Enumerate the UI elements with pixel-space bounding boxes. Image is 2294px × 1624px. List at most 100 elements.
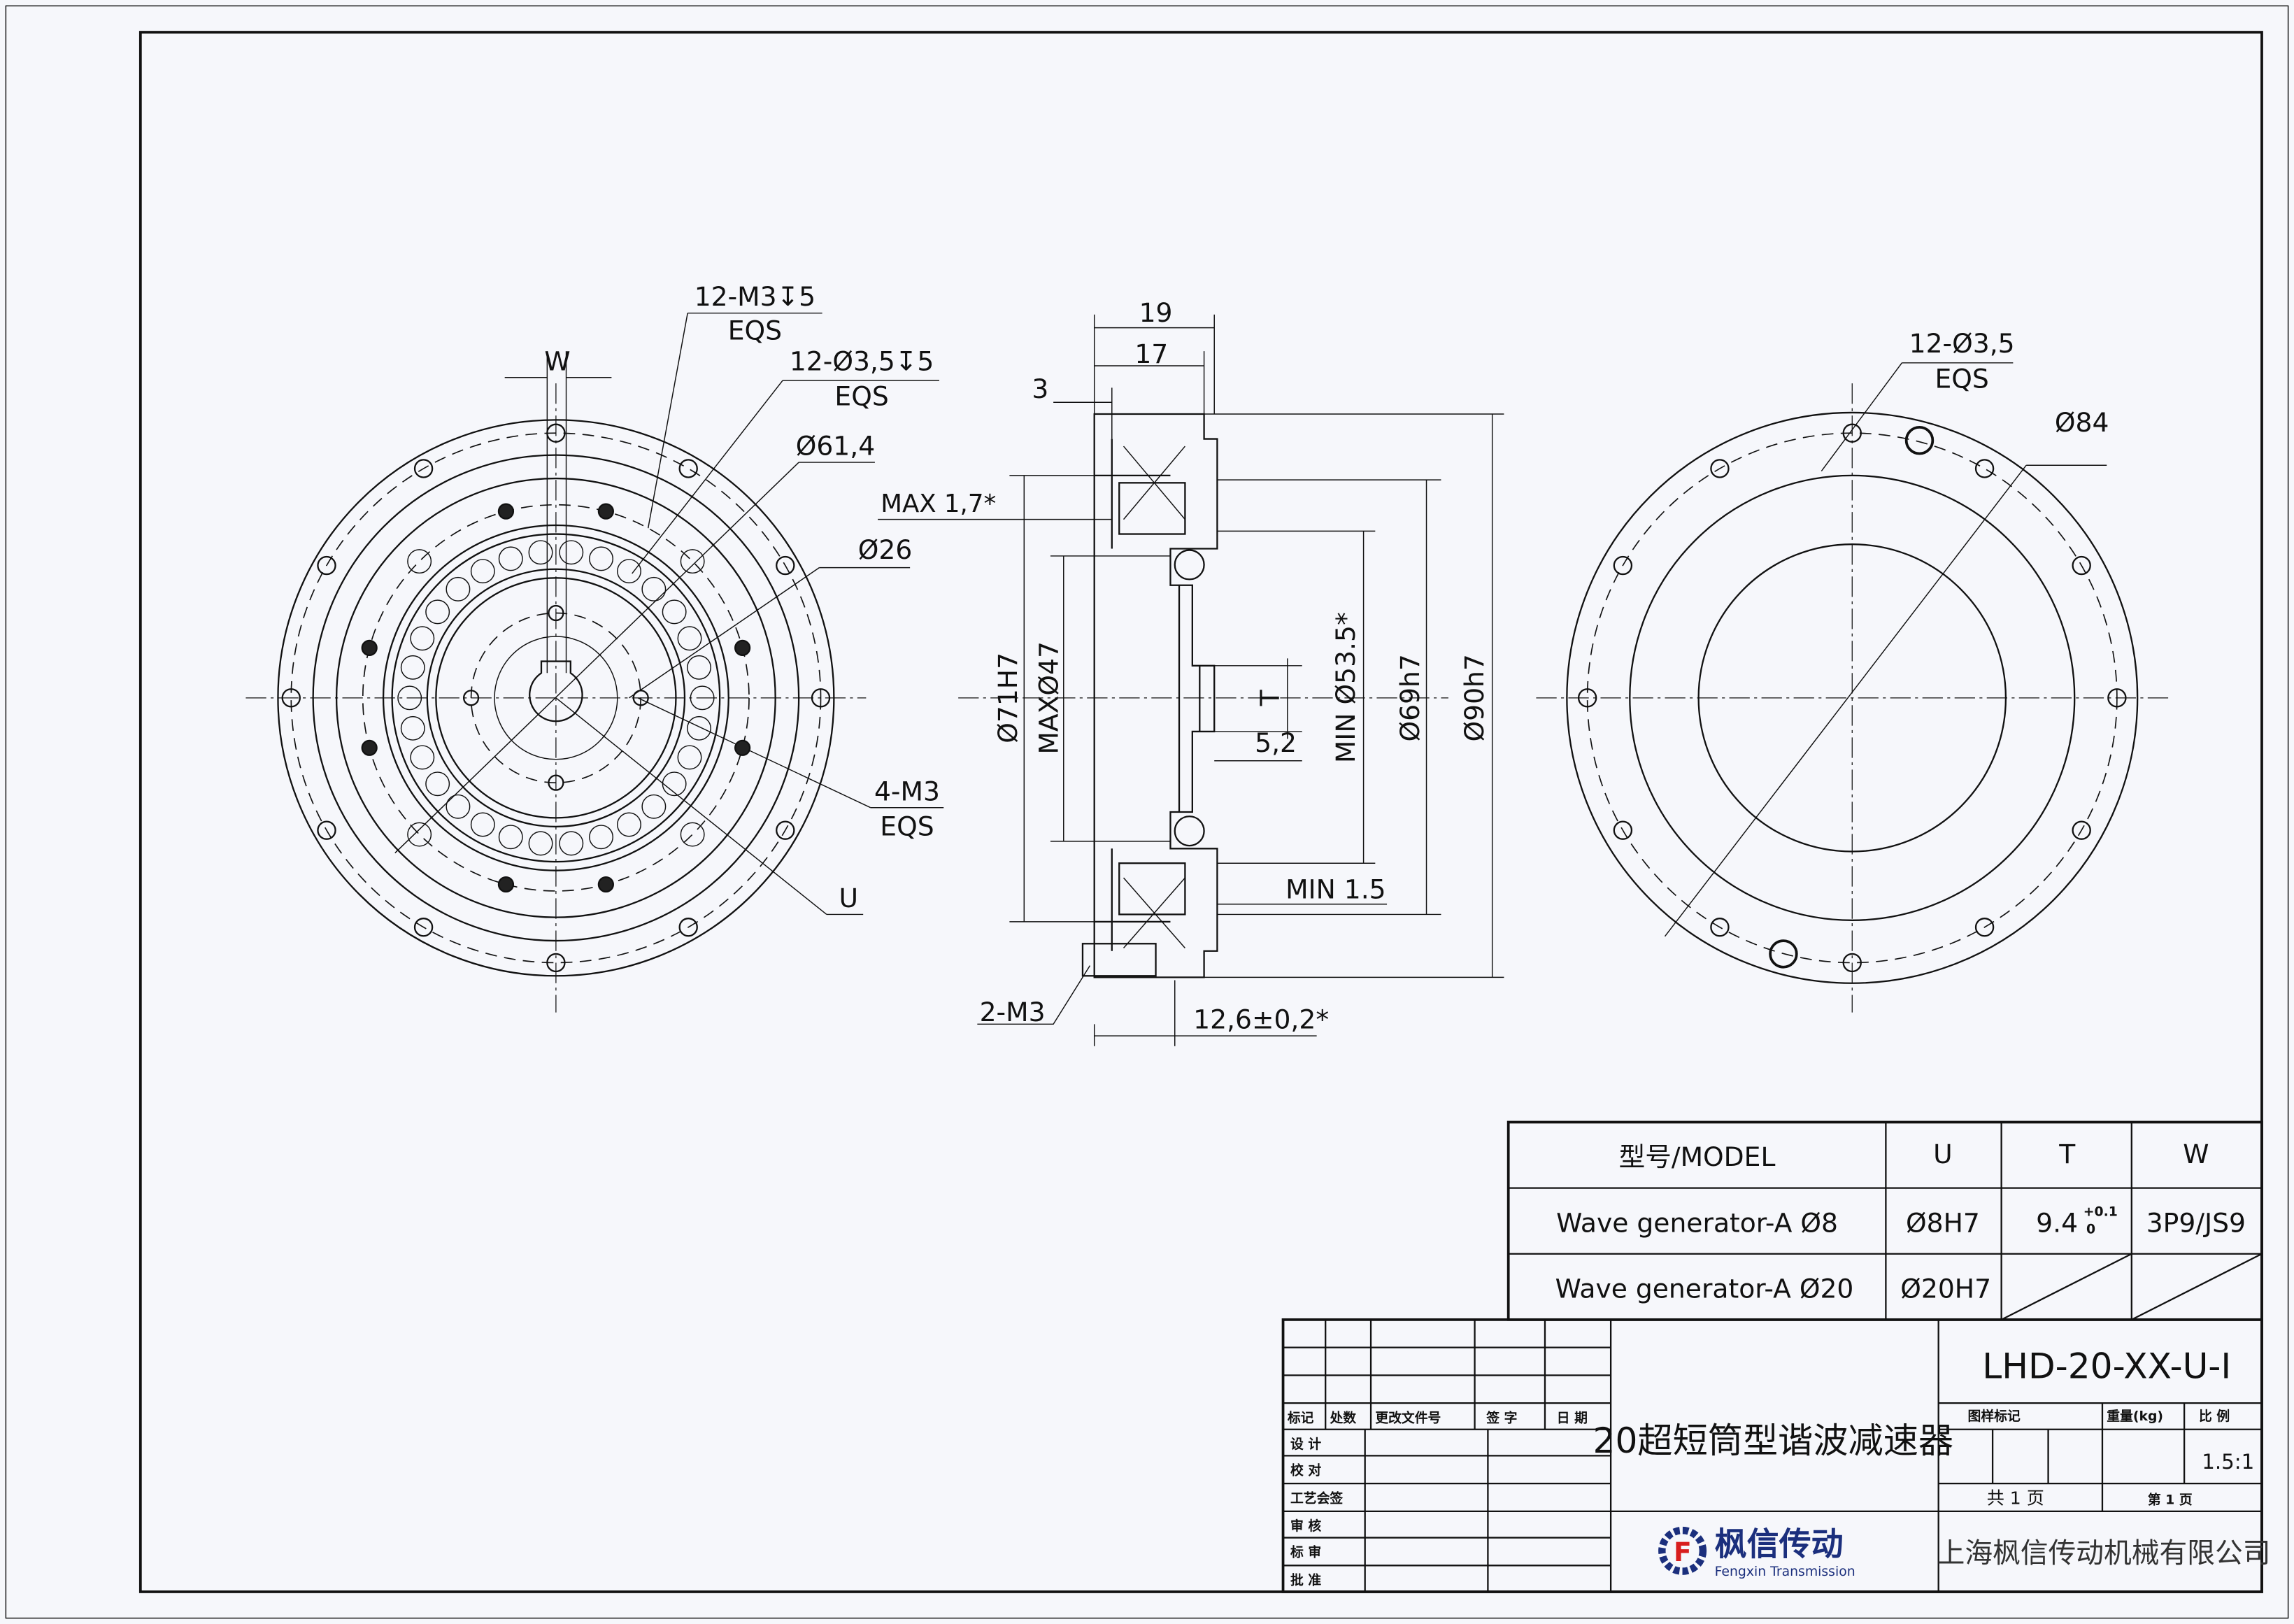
label-change-doc: 更改文件号 [1375,1409,1441,1425]
label-design: 设 计 [1290,1437,1321,1452]
mounting-hole [1710,918,1730,937]
dim-t: T [1254,689,1285,706]
bearing-roller [662,771,687,797]
pin-hole [407,549,432,574]
m3-tapped-hole [497,876,515,893]
header-w: W [2183,1139,2209,1169]
bearing-roller [498,825,523,850]
bearing-roller [641,794,667,819]
mounting-hole [2107,688,2127,708]
m3-tapped-hole [734,639,751,656]
bearing-roller [400,655,425,680]
drawing-number: LHD-20-XX-U-I [1982,1346,2231,1387]
mounting-hole [1613,555,1633,576]
bearing-roller [559,540,584,565]
bearing-roller [528,540,553,565]
mounting-hole [1613,820,1633,840]
mounting-hole [546,953,566,973]
mounting-hole [1842,423,1862,443]
label-2-m3: 2-M3 [980,997,1046,1027]
mounting-hole [281,688,301,708]
label-check: 校 对 [1290,1462,1321,1479]
m3-hole [548,604,564,622]
m3-tapped-hole [497,503,515,520]
dim-w: W [544,346,570,376]
mounting-hole [1974,918,1995,937]
label-eqs: EQS [1935,363,1988,394]
label-weight: 重量(kg) [2107,1409,2163,1424]
m3-tapped-hole [361,739,378,756]
mounting-hole [1974,459,1995,478]
label-sample-mark: 图样标记 [1968,1408,2021,1424]
bearing-roller [470,812,495,837]
company-name: 上海枫信传动机械有限公司 [1937,1537,2271,1569]
title-block: 标记 处数 更改文件号 签 字 日 期 设 计 校 对 工艺会签 审 核 标 审… [1281,1318,2271,1593]
bearing-roller [677,626,702,651]
cell-model: Wave generator-A Ø20 [1555,1273,1854,1304]
bearing-roller [446,576,471,601]
bearing-roller [425,771,450,797]
label-12-pin-holes: 12-Ø3,5↧5 [790,346,934,376]
company-logo: F 枫信传动 Fengxin Transmission [1658,1525,1855,1579]
mounting-hole [2072,820,2091,840]
mounting-hole [776,820,795,840]
bearing-roller [470,559,495,584]
cell-u: Ø20H7 [1900,1273,1991,1304]
bearing-roller [641,576,667,601]
label-date: 日 期 [1557,1410,1588,1425]
pin-hole [407,822,432,847]
total-pages: 共 1 页 [1987,1488,2044,1508]
label-mark: 标记 [1287,1410,1314,1425]
mounting-hole [1577,688,1597,708]
svg-text:枫信传动: 枫信传动 [1715,1525,1844,1563]
section-view: 19 17 3 MAX 1,7* Ø71H7 MAXØ47 T 5,2 MIN … [878,297,1504,1046]
page-number: 第 1 页 [2148,1491,2193,1507]
mounting-hole [811,688,831,708]
svg-text:F: F [1674,1537,1692,1567]
label-4-m3: 4-M3 [874,776,940,806]
label-signature: 签 字 [1486,1409,1517,1425]
bearing-roller [446,794,471,819]
mounting-hole [1710,459,1730,478]
dim-max-1-7: MAX 1,7* [881,490,996,518]
bearing-roller [397,685,422,711]
bearing-roller [425,599,450,625]
dim-d84: Ø84 [2055,407,2109,438]
label-eqs: EQS [728,315,782,346]
cell-t: 9.4 [2036,1207,2078,1238]
bearing-roller [677,745,702,770]
pin-hole [680,549,705,574]
header-model: 型号/MODEL [1619,1141,1776,1172]
bearing-roller [617,559,641,584]
mounting-hole [317,555,336,576]
bearing-roller [589,825,614,850]
tolerance-upper: +0.1 [2083,1204,2118,1219]
m3-hole [632,690,649,706]
header-u: U [1933,1139,1953,1169]
dim-d69h7: Ø69h7 [1395,654,1425,741]
mounting-hole [546,423,566,443]
m3-tapped-hole [734,739,751,756]
bearing-roller [498,546,523,571]
bearing-roller [690,685,715,711]
m3-hole [548,774,564,791]
mounting-hole [1842,953,1862,973]
dim-12-6: 12,6±0,2* [1193,1004,1329,1035]
drawing-frame [138,31,2263,1593]
label-eqs: EQS [834,380,888,411]
dim-3: 3 [1032,373,1048,404]
bearing-roller [617,812,641,837]
dim-min-d53-5: MIN Ø53.5* [1330,612,1361,763]
model-table: 型号/MODEL U T W Wave generator-A Ø8 Ø8H7 … [1506,1120,2263,1321]
front-view: W 12-M3↧5 EQS 12-Ø3,5↧5 EQS Ø61,4 Ø26 4-… [245,281,944,1013]
m3-tapped-hole [597,503,614,520]
mounting-hole [413,918,434,937]
pin-hole [680,822,705,847]
bearing-roller [528,831,553,856]
drawing-title: 20超短筒型谐波减速器 [1593,1420,1954,1461]
label-approve: 批 准 [1290,1572,1321,1588]
bearing-roller [400,715,425,741]
label-process: 工艺会签 [1290,1490,1343,1506]
cell-u: Ø8H7 [1906,1207,1980,1238]
